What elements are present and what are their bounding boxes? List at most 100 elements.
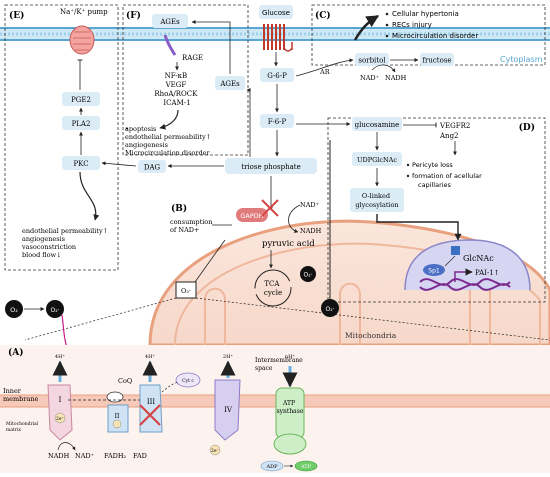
vegfr2-label: VEGFR2	[439, 122, 470, 130]
panel-c-effects: Cellular hypertonia RECs injury Microcir…	[392, 10, 478, 40]
olinked-box	[350, 188, 404, 212]
cyt-c-icon	[175, 372, 201, 388]
tca-cycle: TCA cycle	[254, 269, 292, 307]
panel-e-effect-1: endothelial permeability↑	[22, 227, 108, 235]
panel-c-effect-2: RECs injury	[392, 21, 432, 29]
o2-bubble: O₂	[5, 300, 23, 318]
panel-e-tag: (E)	[9, 10, 24, 21]
panel-e-effect-4: blood flow↓	[22, 251, 62, 259]
panel-d: (D) glucosamine VEGFR2 Ang2 Pericyte los…	[296, 117, 546, 303]
panel-c-effect-1: Cellular hypertonia	[392, 10, 459, 18]
tca-line-1: TCA	[264, 280, 280, 288]
cytoplasm-label: Cytoplasm	[500, 55, 543, 64]
dag-box	[138, 160, 166, 173]
udpglcnac-label: UDPGlcNAc	[357, 156, 397, 164]
glucose-label: Glucose	[262, 9, 290, 17]
olinked-line-2: glycosylation	[355, 201, 398, 209]
ages-box-mid	[215, 76, 245, 90]
ar-label: AR	[319, 68, 331, 76]
rage-receptor-icon	[163, 34, 177, 56]
panel-f-effect-1: apoptosis	[125, 125, 156, 133]
mediator-1: NF-κB	[165, 72, 188, 80]
panel-d-effect-1: Pericyte loss	[412, 161, 453, 169]
panel-c-nad: NAD⁺	[360, 74, 379, 82]
mediator-3: RhoA/ROCK	[154, 90, 198, 98]
atp-synthase-label: ATP synthase	[277, 400, 304, 415]
tca-line-2: cycle	[264, 289, 282, 297]
ages-label-top: AGEs	[159, 18, 180, 26]
panel-f-effects: apoptosis endothelial permeability↑ angi…	[125, 125, 213, 157]
triose-box	[225, 158, 317, 174]
inner-membrane-line-2: membrane	[3, 395, 39, 403]
panel-f-effect-4: Microcirculation disorder	[125, 149, 210, 157]
pkc-label: PKC	[73, 160, 88, 168]
complex-ii-label: II	[115, 413, 120, 420]
nucleus-icon: Sp1 GlcNAc PAI-1↑	[404, 239, 531, 291]
panel-d-tag: (D)	[519, 122, 535, 133]
ros-upper-label: O₂·	[303, 272, 312, 279]
glcnac-square-icon	[451, 246, 460, 255]
panel-c-nadh: NADH	[385, 74, 407, 82]
matrix-line-2: matrix	[6, 427, 21, 433]
atp-synthase-h: nH⁺	[285, 354, 296, 360]
ages-box-top	[152, 14, 188, 28]
inhibition-x-icon	[261, 199, 279, 217]
inner-membrane-line-1: Inner	[3, 387, 22, 395]
atp-synthase-line-2: synthase	[277, 408, 304, 415]
complex-i-e: 2e⁻	[56, 416, 65, 422]
gapdh-enzyme: GAPDH	[236, 199, 279, 222]
ang2-label: Ang2	[439, 132, 459, 140]
complex-iii-block-icon	[139, 404, 161, 426]
consumption-line-2: of NAD+	[170, 226, 199, 234]
atp-synthase-line-1: ATP	[282, 400, 295, 407]
matrix-line-1: Mitochondrial	[6, 421, 39, 427]
pge2-label: PGE2	[71, 96, 91, 104]
pge2-box	[62, 92, 100, 106]
o2-label: O₂	[10, 306, 18, 314]
panel-d-effects: Pericyte loss formation of acellular cap…	[412, 161, 484, 189]
fructose-label: fructose	[422, 57, 451, 65]
fructose-box	[420, 53, 454, 66]
panel-e-effects: endothelial permeability↑ angiogenesis v…	[21, 227, 110, 259]
gapdh-nadh-label: NADH	[300, 227, 322, 235]
complex-i-icon	[47, 384, 73, 441]
pla2-box	[62, 116, 100, 130]
atp-label: ATP	[300, 464, 312, 470]
nadh-label: NADH	[48, 452, 70, 460]
complex-iv-h: 2H⁺	[223, 354, 234, 360]
olinked-line-1: O-linked	[362, 192, 390, 200]
rage-label: RAGE	[182, 54, 203, 62]
panel-d-effect-2a: formation of acellular	[412, 172, 482, 180]
o2-radical-bubble: O₂·	[46, 300, 64, 318]
sorbitol-box	[355, 53, 389, 66]
dag-label: DAG	[144, 164, 161, 172]
panel-f-mediators: NF-κB VEGF RhoA/ROCK ICAM-1	[154, 72, 199, 107]
pkc-box	[62, 156, 100, 170]
bullet-1: •	[125, 125, 129, 133]
nad-label: NAD⁺	[75, 452, 94, 460]
complex-i-label: I	[59, 396, 62, 404]
fad-label: FAD	[133, 452, 147, 460]
sorbitol-label: sorbitol	[358, 57, 386, 65]
na-k-pump-label: Na⁺/K⁺ pump	[60, 8, 108, 16]
pai1-label: PAI-1↑	[475, 269, 500, 277]
pla2-label: PLA2	[72, 120, 91, 128]
glcnac-label: GlcNAc	[463, 254, 494, 263]
panel-f-effect-3: angiogenesis	[125, 141, 168, 149]
ion-pump-icon	[69, 25, 95, 55]
f6p-box	[260, 114, 294, 128]
coq-label: CoQ	[118, 377, 132, 385]
mediator-2: VEGF	[165, 81, 187, 89]
intermembrane-line-2: space	[255, 365, 273, 372]
glucose-box	[259, 5, 293, 19]
intermembrane-label: Intermembrane space	[255, 357, 305, 372]
glucosamine-box	[352, 117, 402, 131]
panel-a: (A) Inner membrane Mitochondrial matrix …	[0, 345, 550, 473]
panel-e-effect-2: angiogenesis	[22, 235, 65, 243]
cyt-c-label: Cyt c	[182, 378, 194, 384]
panel-c-effect-3: Microcirculation disorder	[392, 32, 478, 40]
g6p-label: G-6-P	[267, 72, 287, 80]
complex-i-h: 4H⁺	[55, 354, 66, 360]
panel-d-effect-2b: capillaries	[418, 181, 452, 189]
